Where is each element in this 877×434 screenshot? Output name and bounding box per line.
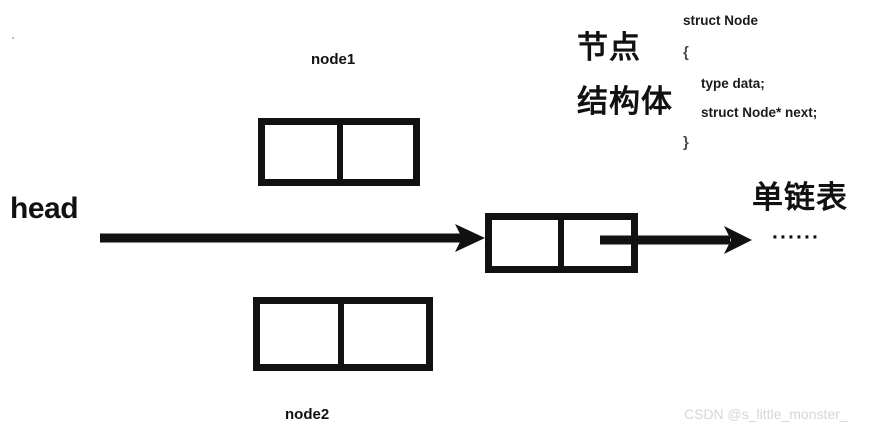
- node2-shape: [253, 297, 433, 371]
- current-node-shape: [485, 213, 638, 273]
- code-line-type-data: type data;: [701, 76, 765, 91]
- next-arrow-shape: [600, 226, 752, 254]
- code-line-close-brace: }: [683, 134, 689, 151]
- code-line-open-brace: {: [683, 44, 689, 61]
- node-struct-label-line2: 结构体: [577, 84, 673, 120]
- watermark-label: CSDN @s_little_monster_: [684, 406, 848, 422]
- linked-list-label: 单链表: [752, 180, 848, 216]
- node2-label: node2: [285, 406, 330, 423]
- node-struct-label-line1: 节点: [577, 30, 641, 66]
- ellipsis-label: ······: [772, 226, 820, 249]
- page-speck: [12, 37, 14, 39]
- head-arrow-shape: [100, 224, 485, 252]
- node1-shape: [258, 118, 420, 186]
- code-line-struct-node: struct Node: [683, 13, 759, 28]
- node1-label: node1: [311, 51, 356, 68]
- head-label: head: [10, 192, 79, 225]
- code-line-next-pointer: struct Node* next;: [701, 105, 818, 120]
